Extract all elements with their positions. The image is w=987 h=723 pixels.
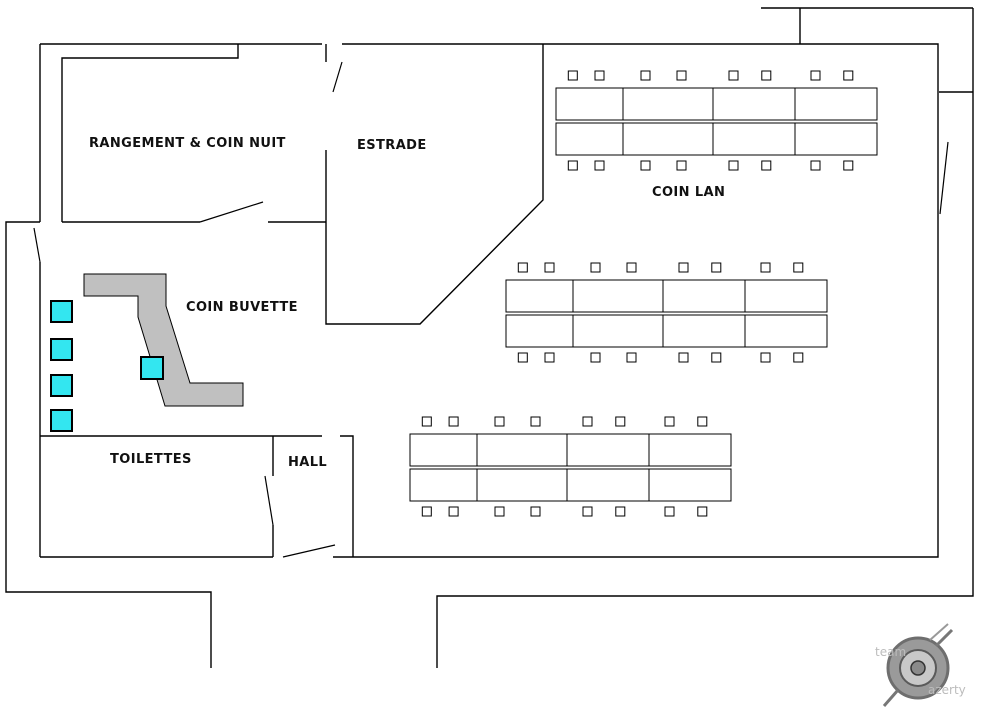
lan-table [794,87,878,121]
lan-chair [626,352,637,363]
label-coin-lan: COIN LAN [652,185,725,200]
lan-chair [530,416,541,427]
lan-chair [843,70,854,81]
team-logo: team azerty [875,623,966,707]
lan-chair [664,506,675,517]
lan-table [662,314,746,348]
lan-table [555,87,624,121]
lan-table [566,468,650,502]
lan-chair [517,262,528,273]
lan-chair [582,506,593,517]
lan-chair [760,262,771,273]
lan-table [566,433,650,467]
bar-stool [50,374,73,397]
lan-chair [843,160,854,171]
lan-chair [728,160,739,171]
lan-chair [448,416,459,427]
lan-table [555,122,624,156]
lan-chair [640,70,651,81]
lan-chair [615,506,626,517]
lan-chair [615,416,626,427]
bar-stool [140,356,164,380]
lan-chair [590,352,601,363]
lan-table [476,433,568,467]
lan-chair [793,352,804,363]
lan-chair [594,70,605,81]
logo-text-team: team [875,645,906,659]
lan-chair [676,160,687,171]
lan-tables [409,70,878,517]
bar-stool [50,300,73,323]
lan-chair [697,506,708,517]
lan-chair [761,160,772,171]
lan-table [662,279,746,313]
lan-chair [494,506,505,517]
lan-chair [494,416,505,427]
lan-table [505,279,574,313]
lan-chair [567,70,578,81]
lan-chair [676,70,687,81]
lan-chair [517,352,528,363]
lan-chair [761,70,772,81]
lan-chair [760,352,771,363]
bar-counter [83,273,244,407]
label-hall: HALL [288,455,327,470]
label-estrade: ESTRADE [357,138,427,153]
bar-area [50,273,244,432]
lan-chair [448,506,459,517]
lan-chair [697,416,708,427]
lan-chair [421,416,432,427]
lan-chair [544,262,555,273]
lan-chair [664,416,675,427]
bar-stool [50,338,73,361]
bar-stool [50,409,73,432]
lan-table [476,468,568,502]
walls [5,7,974,668]
lan-table [409,433,478,467]
label-rangement: RANGEMENT & COIN NUIT [89,136,286,151]
lan-chair [590,262,601,273]
room-labels: RANGEMENT & COIN NUIT ESTRADE COIN LAN C… [89,136,725,470]
lan-chair [594,160,605,171]
lan-chair [421,506,432,517]
lan-chair [810,160,821,171]
lan-chair [793,262,804,273]
lan-table [622,122,714,156]
lan-chair [678,262,689,273]
lan-table [794,122,878,156]
lan-chair [711,352,722,363]
lan-chair [567,160,578,171]
lan-table [648,468,732,502]
lan-table [622,87,714,121]
lan-table [572,314,664,348]
lan-table [409,468,478,502]
label-toilettes: TOILETTES [110,452,192,467]
lan-chair [530,506,541,517]
lan-chair [728,70,739,81]
lan-table [648,433,732,467]
lan-table [712,122,796,156]
lan-chair [544,352,555,363]
lan-chair [678,352,689,363]
lan-table [712,87,796,121]
lan-chair [640,160,651,171]
lan-table [744,314,828,348]
lan-chair [582,416,593,427]
lan-table [744,279,828,313]
lan-chair [711,262,722,273]
label-coin-buvette: COIN BUVETTE [186,300,298,315]
lan-table [505,314,574,348]
lan-table [572,279,664,313]
lan-chair [810,70,821,81]
lan-chair [626,262,637,273]
logo-text-azerty: azerty [928,683,966,697]
